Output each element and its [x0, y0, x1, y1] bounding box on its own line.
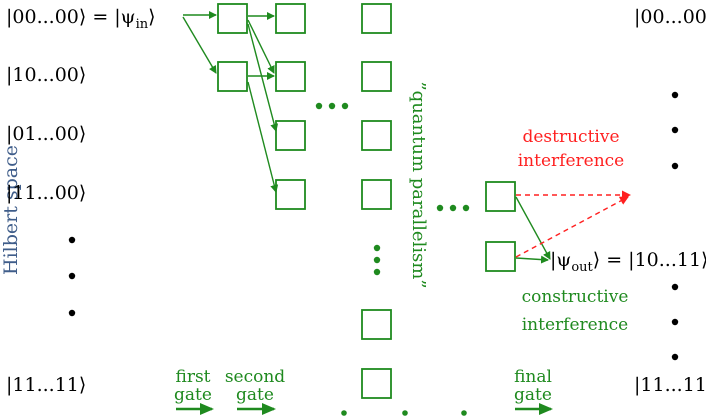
- gate-box: [361, 120, 392, 151]
- gate-box: [217, 61, 248, 92]
- constructive-arrow: [515, 255, 549, 264]
- first-gate-label-line2: gate: [174, 385, 212, 405]
- ellipsis-dot: [671, 353, 679, 361]
- psi-in-prefix: |00...00⟩ = |ψ: [6, 6, 136, 28]
- state-label-11-11-left: |11...11⟩: [6, 374, 86, 396]
- state-label-psi-out: |ψout⟩ = |10...11⟩: [550, 249, 706, 275]
- psi-in-ket: ⟩: [148, 6, 155, 28]
- second-gate-label-line1: second: [225, 367, 285, 387]
- ellipsis-dot: [436, 204, 444, 212]
- ellipsis-dot: [68, 272, 76, 280]
- transition-arrow: [247, 81, 279, 193]
- ellipsis-dot: [315, 102, 323, 110]
- ellipsis-dot: [462, 204, 470, 212]
- constructive-label-line2: interference: [522, 315, 628, 335]
- gate-box: [485, 181, 516, 212]
- state-label-11-11-right: |11...11⟩: [634, 374, 706, 396]
- ellipsis-dot: [68, 236, 76, 244]
- ellipsis-dot: [328, 102, 336, 110]
- state-label-01-00: |01...00⟩: [6, 123, 86, 145]
- gate-box: [361, 179, 392, 210]
- gate-box: [275, 179, 306, 210]
- ellipsis-dot: [373, 256, 381, 264]
- transition-arrow: [182, 16, 217, 74]
- psi-out-prefix: |ψ: [550, 249, 571, 271]
- gate-box: [485, 241, 516, 272]
- constructive-arrow: [515, 196, 551, 260]
- destructive-label-line1: destructive: [522, 127, 619, 147]
- psi-out-subscript: out: [571, 260, 593, 275]
- transition-arrow: [247, 19, 275, 74]
- ellipsis-dot: [449, 204, 457, 212]
- gate-box: [361, 61, 392, 92]
- ellipsis-dot: [373, 244, 381, 252]
- ellipsis-dot: [671, 162, 679, 170]
- gate-box: [361, 3, 392, 34]
- ellipsis-dot: [341, 410, 347, 416]
- axis-label-hilbert-space: Hilbert space: [0, 145, 22, 275]
- ellipsis-dot: [402, 410, 408, 416]
- state-label-00-00-right: |00...00⟩: [634, 6, 706, 28]
- gate-box: [275, 61, 306, 92]
- gate-box: [217, 3, 248, 34]
- ellipsis-dot: [671, 318, 679, 326]
- gate-box: [275, 3, 306, 34]
- state-label-10-00: |10...00⟩: [6, 64, 86, 86]
- destructive-arrow: [515, 196, 629, 258]
- gate-box: [361, 309, 392, 340]
- ellipsis-dot: [671, 91, 679, 99]
- ellipsis-dot: [671, 126, 679, 134]
- second-gate-label-line2: gate: [236, 385, 274, 405]
- ellipsis-dot: [341, 102, 349, 110]
- psi-out-suffix: ⟩ = |10...11⟩: [593, 249, 706, 271]
- ellipsis-dot: [68, 309, 76, 317]
- state-label-11-00: |11...00⟩: [6, 182, 86, 204]
- transition-arrow: [247, 23, 279, 132]
- final-gate-label-line2: gate: [514, 385, 552, 405]
- gate-box: [361, 368, 392, 399]
- ellipsis-dot: [671, 283, 679, 291]
- constructive-label-line1: constructive: [522, 287, 629, 307]
- destructive-label-line2: interference: [518, 151, 624, 171]
- quantum-parallelism-label: ”quantum parallelism”: [408, 81, 429, 288]
- ellipsis-dot: [461, 410, 467, 416]
- first-gate-label-line1: first: [175, 367, 210, 387]
- final-gate-label-line1: final: [514, 367, 552, 387]
- ellipsis-dot: [373, 268, 381, 276]
- psi-in-subscript: in: [136, 17, 149, 32]
- gate-box: [275, 120, 306, 151]
- state-label-psi-in: |00...00⟩ = |ψin⟩: [6, 6, 156, 32]
